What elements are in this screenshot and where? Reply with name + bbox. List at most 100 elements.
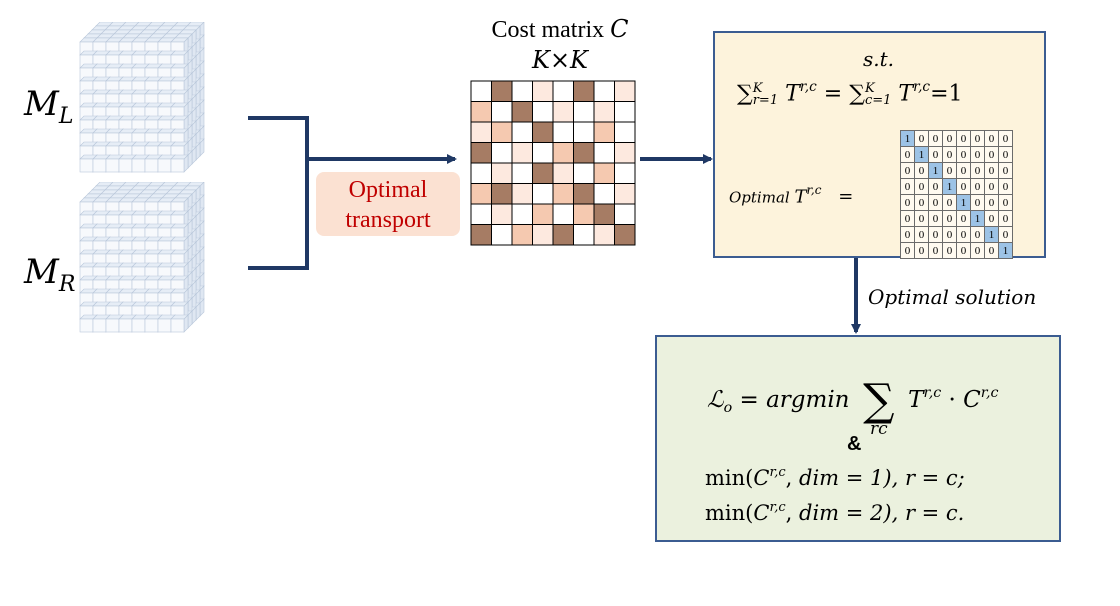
cost-cell: [614, 203, 636, 225]
optimal-t-label: Optimal Tr,c =: [729, 183, 854, 208]
identity-cell: 0: [984, 194, 999, 211]
cost-cell: [470, 142, 492, 164]
cost-cell: [552, 101, 574, 123]
cost-cell: [614, 183, 636, 205]
identity-cell: 0: [942, 162, 957, 179]
cost-cell: [532, 203, 554, 225]
min-condition-2: min(Cr,c, dim = 2), r = c.: [705, 500, 965, 526]
cost-cell: [614, 121, 636, 143]
identity-cell: 0: [928, 146, 943, 163]
cost-cell: [491, 80, 513, 102]
identity-cell: 0: [970, 194, 985, 211]
identity-cell: 0: [928, 194, 943, 211]
identity-cell: 0: [970, 226, 985, 243]
identity-cell: 0: [942, 194, 957, 211]
identity-cell: 0: [914, 226, 929, 243]
identity-cell: 0: [956, 162, 971, 179]
identity-cell: 0: [942, 210, 957, 227]
identity-cell: 0: [998, 130, 1013, 147]
cube: [170, 154, 189, 173]
identity-cell: 0: [984, 130, 999, 147]
cost-cell: [532, 224, 554, 246]
cost-cell: [532, 183, 554, 205]
cost-cell: [491, 162, 513, 184]
identity-cell: 0: [914, 194, 929, 211]
loss-equation: ℒo = argmin ∑ rc Tr,c · Cr,c: [707, 375, 999, 439]
identity-cell: 1: [928, 162, 943, 179]
cost-cell: [491, 121, 513, 143]
cost-cell: [470, 80, 492, 102]
cost-cell: [614, 80, 636, 102]
cost-cell: [470, 203, 492, 225]
optimal-solution-label: Optimal solution: [868, 285, 1037, 309]
identity-cell: 0: [970, 178, 985, 195]
cost-matrix-grid: [470, 80, 636, 246]
identity-cell: 1: [914, 146, 929, 163]
cost-matrix-size: K×K: [532, 46, 588, 74]
cost-cell: [511, 121, 533, 143]
cube: [170, 314, 189, 333]
cost-cell: [552, 162, 574, 184]
identity-cell: 1: [984, 226, 999, 243]
cube-stack-left: [79, 22, 205, 173]
cost-cell: [593, 121, 615, 143]
cost-cell: [491, 224, 513, 246]
identity-cell: 0: [942, 226, 957, 243]
identity-cell: 1: [956, 194, 971, 211]
identity-cell: 0: [942, 130, 957, 147]
cost-cell: [593, 101, 615, 123]
cost-cell: [614, 162, 636, 184]
cost-cell: [491, 183, 513, 205]
cost-cell: [573, 183, 595, 205]
loss-panel: ℒo = argmin ∑ rc Tr,c · Cr,c & min(Cr,c,…: [655, 335, 1061, 542]
cost-cell: [511, 203, 533, 225]
cube-stack-right: [79, 182, 205, 333]
cost-cell: [491, 142, 513, 164]
cube: [105, 314, 124, 333]
identity-cell: 0: [998, 210, 1013, 227]
cost-cell: [593, 142, 615, 164]
cost-cell: [491, 203, 513, 225]
identity-cell: 0: [928, 210, 943, 227]
label-m-l: ML: [24, 84, 74, 129]
identity-cell: 1: [942, 178, 957, 195]
identity-cell: 0: [956, 178, 971, 195]
cost-cell: [511, 101, 533, 123]
identity-cell: 0: [914, 210, 929, 227]
identity-cell: 0: [998, 226, 1013, 243]
cost-cell: [614, 142, 636, 164]
cost-cell: [573, 101, 595, 123]
cost-cell: [552, 142, 574, 164]
identity-cell: 0: [900, 178, 915, 195]
identity-cell: 0: [970, 146, 985, 163]
identity-cell: 0: [970, 130, 985, 147]
identity-cell: 0: [928, 130, 943, 147]
identity-cell: 0: [956, 210, 971, 227]
identity-cell: 0: [984, 178, 999, 195]
ampersand: &: [847, 433, 862, 455]
cost-cell: [491, 101, 513, 123]
identity-cell: 0: [984, 242, 999, 259]
identity-cell: 0: [984, 210, 999, 227]
identity-cell: 0: [956, 146, 971, 163]
identity-cell: 0: [914, 162, 929, 179]
cost-cell: [470, 101, 492, 123]
cost-cell: [552, 183, 574, 205]
cost-cell: [552, 224, 574, 246]
st-label: s.t.: [863, 47, 895, 71]
identity-cell: 0: [900, 226, 915, 243]
cost-cell: [552, 121, 574, 143]
identity-cell: 0: [900, 194, 915, 211]
identity-cell: 0: [956, 242, 971, 259]
cost-cell: [470, 121, 492, 143]
cost-cell: [552, 80, 574, 102]
cost-cell: [511, 162, 533, 184]
cost-cell: [532, 142, 554, 164]
cost-cell: [532, 80, 554, 102]
optimal-transport-label: Optimal transport: [316, 172, 460, 236]
min-condition-1: min(Cr,c, dim = 1), r = c;: [705, 465, 965, 491]
identity-cell: 0: [928, 226, 943, 243]
identity-cell: 0: [928, 242, 943, 259]
